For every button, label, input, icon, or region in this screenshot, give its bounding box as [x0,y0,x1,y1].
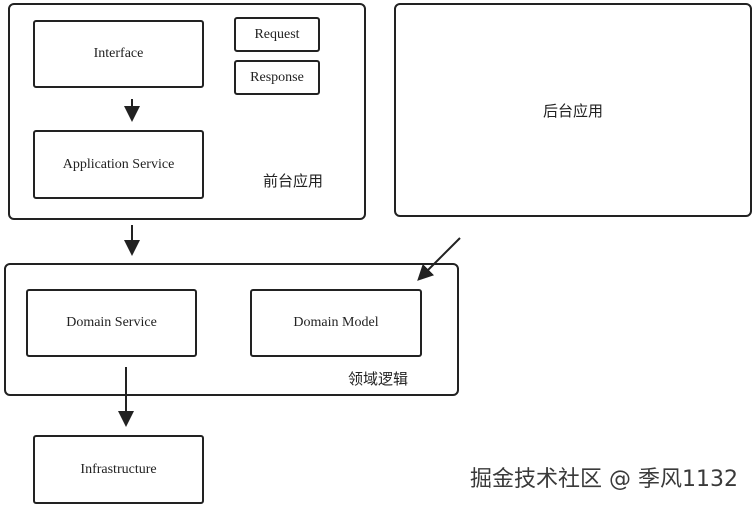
infrastructure-label: Infrastructure [80,461,157,477]
arrow-backend-to-domain-model [417,237,461,281]
domain-service-label: Domain Service [66,315,157,330]
domain-service-box: Domain Service [26,289,197,357]
backend-app-label: 后台应用 [542,101,603,120]
interface-box: Interface [33,20,204,88]
response-label: Response [250,69,304,85]
domain-logic-label: 领域逻辑 [348,370,409,388]
request-box: Request [234,17,320,52]
backend-app-box: 后台应用 [394,3,752,217]
interface-label: Interface [93,46,144,61]
domain-model-box: Domain Model [250,289,422,357]
watermark: 掘金技术社区 @ 季风1132 [470,467,738,492]
domain-logic-container [4,263,459,396]
infrastructure-box: Infrastructure [33,435,204,504]
application-service-label: Application Service [62,156,175,172]
application-service-box: Application Service [33,130,204,199]
domain-model-label: Domain Model [293,315,379,330]
frontend-app-container [8,3,366,220]
frontend-app-label: 前台应用 [263,172,324,190]
response-box: Response [234,60,320,95]
request-label: Request [254,26,300,42]
